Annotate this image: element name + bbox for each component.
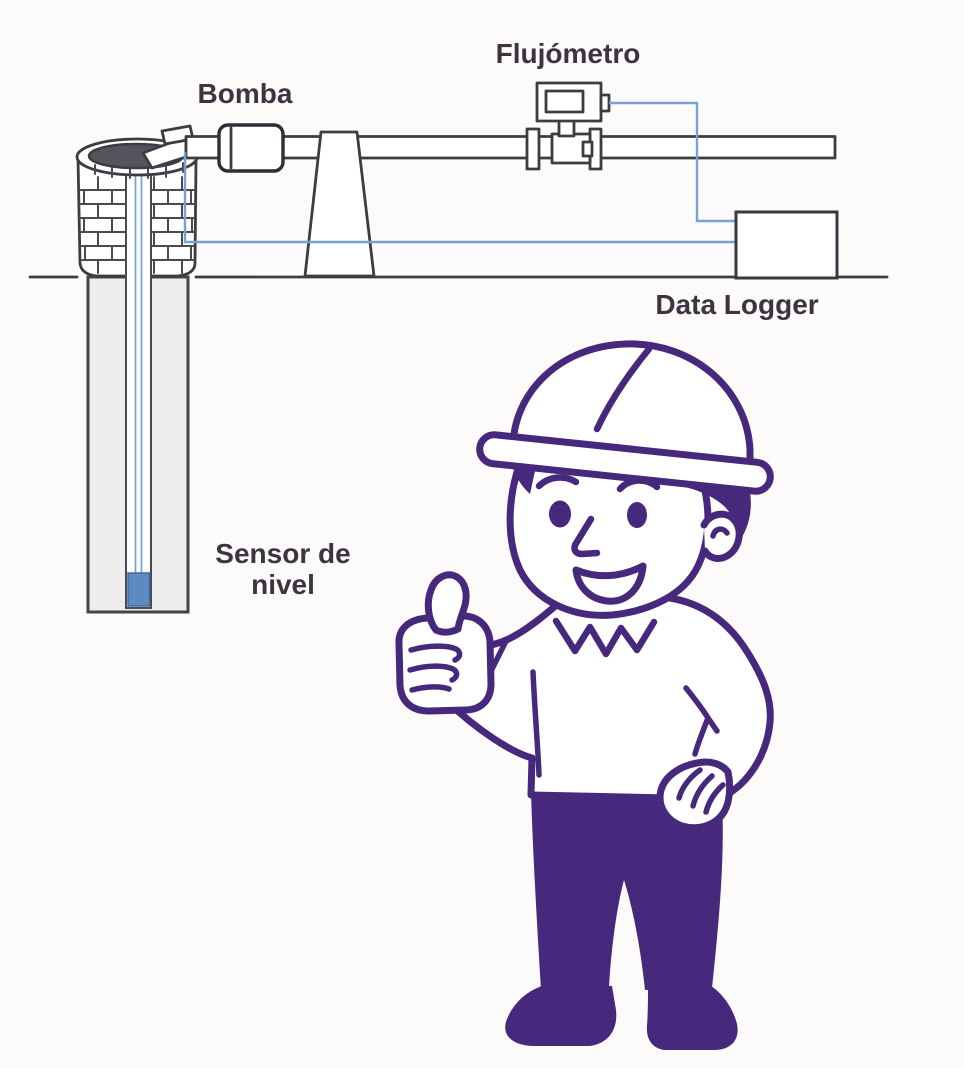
eye-left — [549, 500, 571, 528]
hip-fingers — [676, 767, 726, 815]
hair-left — [512, 464, 535, 494]
label-sensor-line2: nivel — [251, 569, 315, 600]
pump-figure — [217, 123, 285, 173]
support-stand — [303, 130, 376, 278]
flowmeter-figure — [525, 81, 611, 171]
shirt-crease — [530, 669, 542, 778]
eyebrow-left — [535, 474, 580, 490]
support-trapezoid — [303, 130, 376, 278]
label-data-logger: Data Logger — [655, 289, 819, 320]
flowmeter-coupling — [581, 140, 594, 158]
pump-body — [217, 123, 285, 173]
flowmeter-port — [599, 93, 611, 113]
ear — [700, 510, 743, 562]
data-logger-box — [734, 210, 839, 280]
flowmeter-screen — [544, 89, 585, 114]
sensor-cable — [134, 168, 143, 573]
sensor-tube — [125, 165, 152, 609]
flowmeter-flange-left — [525, 127, 541, 171]
sleeve-cuff — [488, 638, 509, 674]
hard-hat-brim — [476, 431, 774, 495]
cable-well-to-logger — [183, 152, 736, 244]
label-sensor-line1: Sensor de — [215, 538, 351, 569]
eye-right — [627, 502, 647, 528]
fist-finger-lines — [407, 643, 463, 693]
elbow-wrinkles — [683, 685, 720, 757]
mouth — [572, 562, 647, 605]
signal-cables — [183, 101, 736, 244]
left-shoe — [505, 985, 617, 1046]
cable-flowmeter-to-logger — [609, 101, 736, 223]
label-bomba: Bomba — [197, 78, 293, 109]
thumb — [424, 571, 470, 636]
level-sensor-figure — [125, 165, 152, 609]
engineer-character — [395, 340, 774, 1050]
data-logger-rect — [734, 210, 839, 280]
hard-hat-dome — [509, 340, 754, 468]
ear-inner — [710, 526, 730, 539]
shirt-collar — [552, 617, 658, 658]
label-sensor-de-nivel: Sensor de nivel — [215, 538, 350, 600]
nose — [571, 515, 601, 558]
right-shoe — [646, 984, 738, 1050]
hard-hat-seam — [593, 345, 653, 433]
label-flujometro: Flujómetro — [495, 38, 641, 69]
well-rim-ticks — [94, 162, 184, 179]
sensor-probe — [127, 572, 151, 607]
pants — [531, 793, 723, 990]
